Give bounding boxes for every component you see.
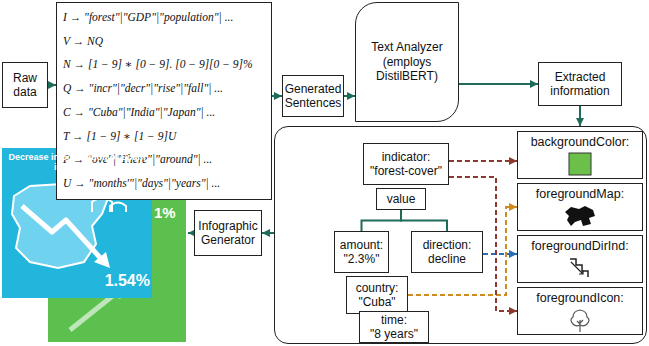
color-swatch: [568, 152, 592, 176]
node-text: foregroundMap:: [536, 187, 624, 202]
process-box: Generated Sentences: [282, 75, 344, 117]
flow-arrow: [459, 83, 538, 85]
infographic-text: 1.54%: [96, 272, 150, 290]
node-text: Extracted information: [542, 70, 618, 99]
field-box: direction:decline: [411, 231, 483, 273]
mapping-arrow: [408, 207, 517, 295]
node-text: "forest-cover": [370, 164, 442, 178]
node-text: I → "forest"|"GDP"|"population"| ...: [63, 11, 233, 25]
flow-arrow: [344, 95, 355, 97]
node-text: C → "Cuba"|"India"|"Japan"| ...: [63, 106, 215, 120]
visual-target-box: foregroundDirInd:: [517, 235, 643, 283]
field-box: value: [376, 188, 426, 210]
flow-arrow: [579, 106, 581, 126]
visual-target-box: foregroundIcon:: [517, 287, 643, 335]
input-box: Raw data: [2, 62, 48, 108]
node-text: country:: [356, 281, 399, 295]
field-box: country:"Cuba": [346, 276, 408, 314]
flow-arrow: [48, 84, 56, 86]
flow-arrow: [272, 95, 282, 97]
infographic-text: Decrease in population of Spain in 11 ye…: [6, 152, 148, 172]
visual-target-box: foregroundMap:: [517, 183, 643, 231]
node-text: "8 years": [370, 327, 418, 341]
node-text: Text Analyzer (employs DistilBERT): [359, 40, 455, 83]
flow-arrow: [362, 210, 402, 231]
mapping-arrow: [449, 160, 517, 162]
node-text: V → NQ: [63, 35, 103, 49]
analyzer-box: Text Analyzer (employs DistilBERT): [355, 2, 459, 122]
node-text: U → "months'"|"days"|"years"| ...: [63, 177, 220, 191]
node-text: Generated Sentences: [285, 82, 342, 111]
node-text: foregroundDirInd:: [531, 239, 628, 254]
extracted-panel: indicator:"forest-cover" value amount:"2.3…: [274, 126, 647, 344]
tree-icon: [568, 308, 592, 332]
direction-icon: [568, 256, 592, 280]
node-text: time:: [381, 313, 407, 327]
mapping-arrow: [483, 253, 517, 255]
flow-arrow: [401, 210, 447, 231]
generator-box: Infographic Generator: [194, 210, 262, 256]
map-icon: [563, 204, 597, 228]
visual-target-box: backgroundColor:: [517, 131, 643, 179]
node-text: Q → "incr"|"decr"|"rise"|"fall"| ...: [63, 82, 223, 96]
output-box: Extracted information: [538, 62, 622, 106]
node-text: N → [1 − 9] ∗ [0 − 9]. [0 − 9][0 − 9]%: [63, 58, 253, 72]
node-text: T → [1 − 9] ∗ [1 − 9]U: [63, 130, 176, 144]
field-box: amount:"2.3%": [334, 231, 389, 273]
node-text: indicator:: [382, 150, 431, 164]
node-text: Raw data: [6, 71, 44, 100]
infographic-text: 1%: [154, 204, 184, 221]
field-box: time:"8 years": [359, 311, 429, 343]
node-text: direction:: [423, 238, 472, 252]
decline-arrow: [22, 206, 104, 262]
node-text: decline: [428, 252, 466, 266]
node-text: "Cuba": [358, 295, 395, 309]
node-text: backgroundColor:: [531, 135, 630, 150]
field-box: indicator:"forest-cover": [363, 143, 449, 185]
node-text: value: [387, 192, 416, 206]
decline-arrowhead: [94, 252, 110, 268]
node-text: amount:: [340, 238, 383, 252]
node-text: foregroundIcon:: [536, 291, 624, 306]
node-text: "2.3%": [344, 252, 380, 266]
node-text: Infographic Generator: [198, 219, 258, 248]
flow-arrow: [262, 232, 274, 234]
